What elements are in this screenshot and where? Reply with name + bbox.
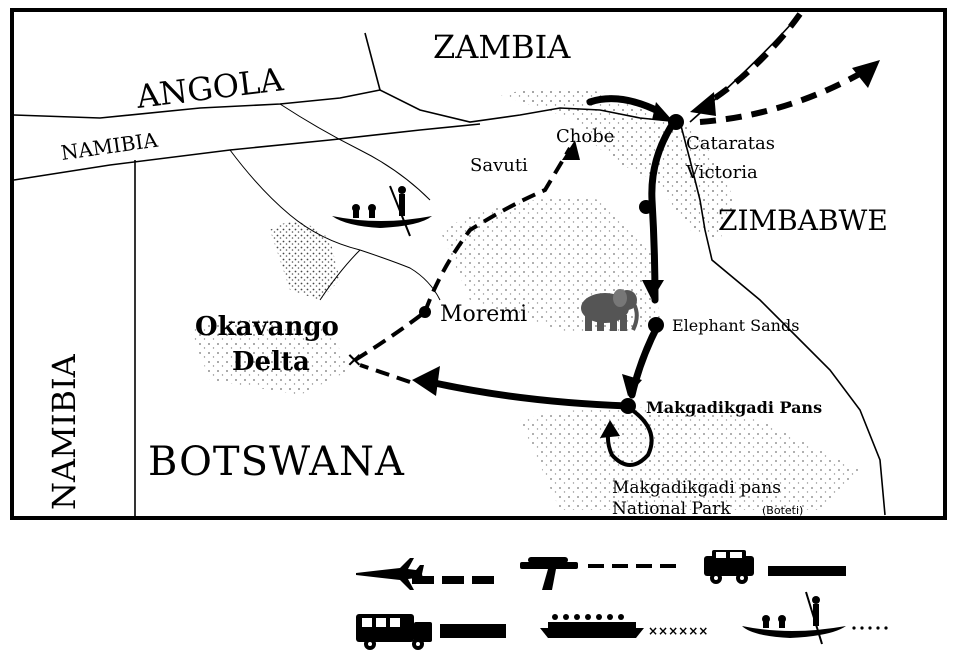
small-plane-route-swatch [588,564,676,568]
okavango-terrain [270,222,340,300]
kwando-river [279,103,431,201]
namibia-side-label: NAMIBIA [45,353,83,510]
delta-terrain [190,320,350,395]
jeep-route-swatch [768,566,846,576]
pans-to-delta-dash [359,363,411,384]
outgoing-flight-route [699,65,872,125]
stop-elephant-sands [648,317,664,333]
jeep-icon [704,550,754,584]
boteti-arrowhead [600,420,620,438]
okavango-river [229,149,441,301]
boat-route-swatch: ×××××× [648,624,708,638]
international-flight-arrows [698,12,872,125]
outgoing-arrowhead [852,60,880,88]
airplane-icon [356,558,424,590]
mnp-label-line1: Makgadikgadi pans [612,478,781,498]
pans-to-delta-road [426,378,632,410]
mokoro-route-swatch [852,626,888,630]
zimbabwe-label: ZIMBABWE [718,204,888,237]
caprivi-north-border [379,89,681,123]
country-borders [13,13,886,518]
incoming-flight-route [698,12,803,111]
elephant-sands-arrowhead [642,280,664,300]
overland-truck-icon [356,614,432,650]
legend: ×××××× [356,550,888,650]
makgadikgadi-pans-label: Makgadikgadi Pans [646,398,822,417]
legend-mokoro-icon [742,591,846,645]
pans-arrowhead [622,374,642,396]
stop-victoria-falls [668,114,684,130]
truck-route-swatch [440,624,506,638]
savuti-label: Savuti [470,155,528,176]
stop-makgadikgadi-pans [620,398,636,414]
light-aircraft-route [353,146,572,384]
airplane-route-swatch [412,576,494,584]
chobe-to-falls-road [586,95,664,116]
okavango-branch [319,249,361,301]
moremi-to-chobe [423,146,572,313]
delta-arrowhead [412,366,440,396]
stop-waypoint-1 [639,200,653,214]
cataratas-label-line2: Victoria [685,162,758,183]
okavango-marker: × [346,347,363,371]
small-plane-icon [520,557,578,590]
river-boat-icon [540,614,644,638]
delta-to-moremi [353,310,427,362]
zimbabwe-botswana-border [679,121,886,516]
stop-moremi [419,306,431,318]
cataratas-label-line1: Cataratas [686,133,775,154]
rivers [229,103,441,301]
zambia-label: ZAMBIA [433,28,571,66]
elephant-sands-label: Elephant Sands [672,316,799,335]
angola-namibia-border [13,89,381,119]
route-stops [419,114,684,414]
okavango-label-line2: Delta [232,347,310,377]
elephant-icon [581,289,639,331]
boteti-loop [605,408,654,467]
caprivi-south-border [13,123,481,181]
chobe-arrowhead [562,140,580,160]
botswana-label: BOTSWANA [148,439,405,485]
okavango-label-line1: Okavango [195,312,339,342]
moremi-label: Moremi [440,302,527,327]
chobe-falls-arrowhead [652,102,672,120]
mokoro-icon [332,185,432,237]
incoming-arrowhead [690,92,716,116]
mnp-note: (Boteti) [762,504,803,517]
angola-zambia-border [364,32,381,91]
falls-to-elephant-sands [648,121,676,304]
mnp-label-line2: National Park [612,499,731,519]
chobe-label: Chobe [556,126,614,147]
